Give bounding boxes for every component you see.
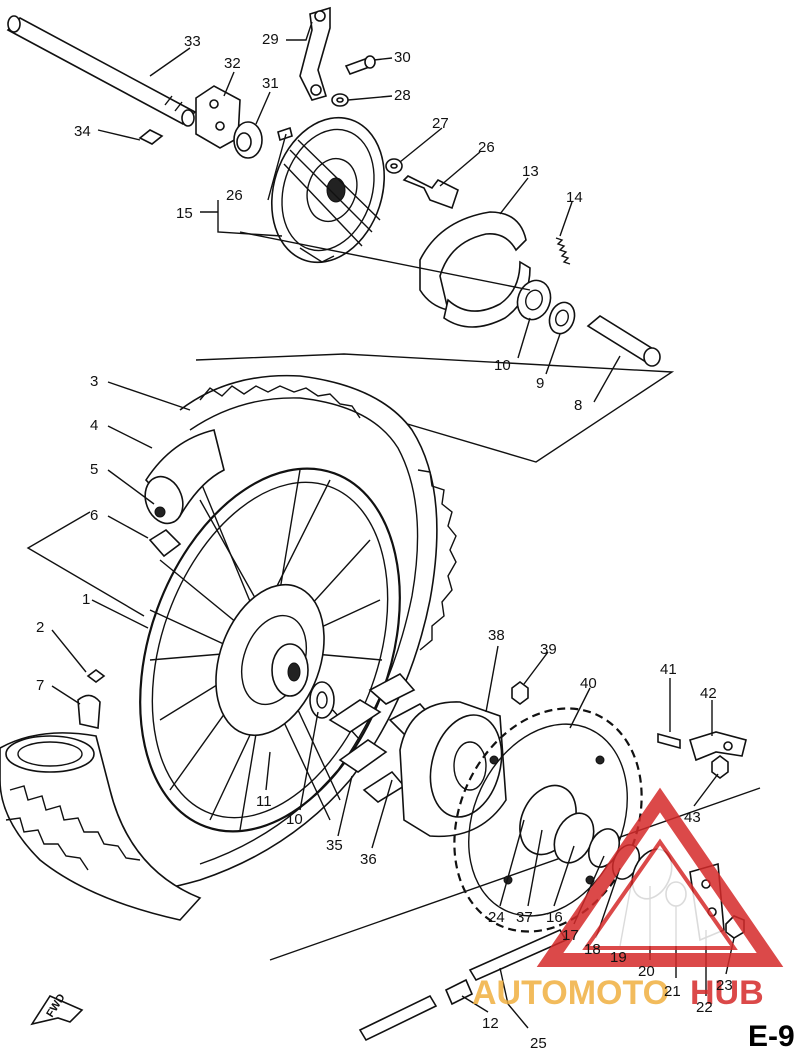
fwd-arrow: FWD — [30, 992, 84, 1026]
callout-39: 19 — [610, 949, 627, 966]
sprocket-hub — [399, 701, 507, 838]
callout-8: 8 — [574, 397, 582, 414]
collar — [233, 121, 263, 159]
callout-17: 27 — [432, 115, 449, 132]
callout-6: 6 — [90, 507, 98, 524]
brake-spring — [555, 237, 571, 265]
lever-bolt — [344, 55, 376, 75]
chain-puller — [689, 731, 747, 762]
callout-37: 17 — [562, 927, 579, 944]
tire-cross-section — [0, 732, 202, 921]
callout-10-lower: 10 — [286, 811, 303, 828]
callout-21: 31 — [262, 75, 279, 92]
rim-band — [77, 694, 101, 729]
callout-2: 2 — [36, 619, 44, 636]
axle — [6, 15, 197, 127]
callout-5: 5 — [90, 461, 98, 478]
chain-puller-bolt — [657, 732, 681, 750]
callout-23: 33 — [184, 33, 201, 50]
page-code: E-9 — [748, 1020, 795, 1053]
callout-25: 35 — [326, 837, 343, 854]
callout-35: 24 — [488, 909, 505, 926]
callout-26-right: 37 — [516, 909, 533, 926]
screw-15 — [277, 126, 293, 142]
callout-27: 38 — [488, 627, 505, 644]
callout-40: 20 — [638, 963, 655, 980]
callout-26-left: 36 — [360, 851, 377, 868]
rim-lock — [148, 528, 182, 558]
callout-16: 26 — [478, 139, 495, 156]
chain-joint — [444, 978, 474, 1006]
bearing-upper — [516, 279, 552, 321]
tube — [144, 429, 225, 525]
callout-42: 22 — [696, 999, 713, 1016]
callout-36: 16 — [546, 909, 563, 926]
callout-19: 29 — [262, 31, 279, 48]
axle-spacer — [586, 315, 661, 367]
oil-seal — [548, 301, 576, 335]
brake-shoe — [419, 211, 531, 328]
callout-15: 26 — [226, 187, 243, 204]
callout-32: 43 — [684, 809, 701, 826]
camshaft — [402, 175, 459, 210]
callout-33: 25 — [530, 1035, 547, 1052]
callout-12: 13 — [522, 163, 539, 180]
callout-4: 4 — [90, 417, 98, 434]
callout-3: 3 — [90, 373, 98, 390]
wheel-hub — [215, 583, 325, 737]
rim-band-bolt — [154, 506, 166, 518]
callout-7: 7 — [36, 677, 44, 694]
callout-34: 12 — [482, 1015, 499, 1032]
axle-nut — [138, 129, 164, 145]
callout-38: 18 — [584, 941, 601, 958]
callout-41: 21 — [664, 983, 681, 1000]
callout-29: 40 — [580, 675, 597, 692]
callout-31: 42 — [700, 685, 717, 702]
watermark-logo: AUTOMOTO HUB — [472, 787, 784, 1012]
valve-nut — [86, 669, 106, 683]
callout-20: 30 — [394, 49, 411, 66]
callout-30: 41 — [660, 661, 677, 678]
washer-18 — [331, 93, 349, 107]
chain-puller-nut — [711, 755, 729, 779]
bearing-lower — [309, 681, 335, 719]
callout-43: 23 — [716, 977, 733, 994]
callout-9: 9 — [536, 375, 544, 392]
callout-18: 28 — [394, 87, 411, 104]
callout-labels: 33 32 31 34 29 30 28 27 26 13 14 26 15 1… — [36, 31, 733, 1052]
camshaft-lever — [299, 6, 331, 101]
brake-shoe-plate — [270, 116, 386, 264]
callout-11: 11 — [256, 793, 272, 810]
watermark-text-b: HUB — [690, 974, 764, 1012]
callout-28: 39 — [540, 641, 557, 658]
callout-13: 14 — [566, 189, 583, 206]
callout-1: 1 — [82, 591, 90, 608]
callout-24: 34 — [74, 123, 91, 140]
callout-22: 32 — [224, 55, 241, 72]
washer-17 — [385, 158, 403, 174]
sprocket-nut — [511, 681, 529, 705]
callout-14: 15 — [176, 205, 193, 222]
callout-10-upper: 10 — [494, 357, 511, 374]
watermark-text-a: AUTOMOTO — [472, 974, 669, 1012]
